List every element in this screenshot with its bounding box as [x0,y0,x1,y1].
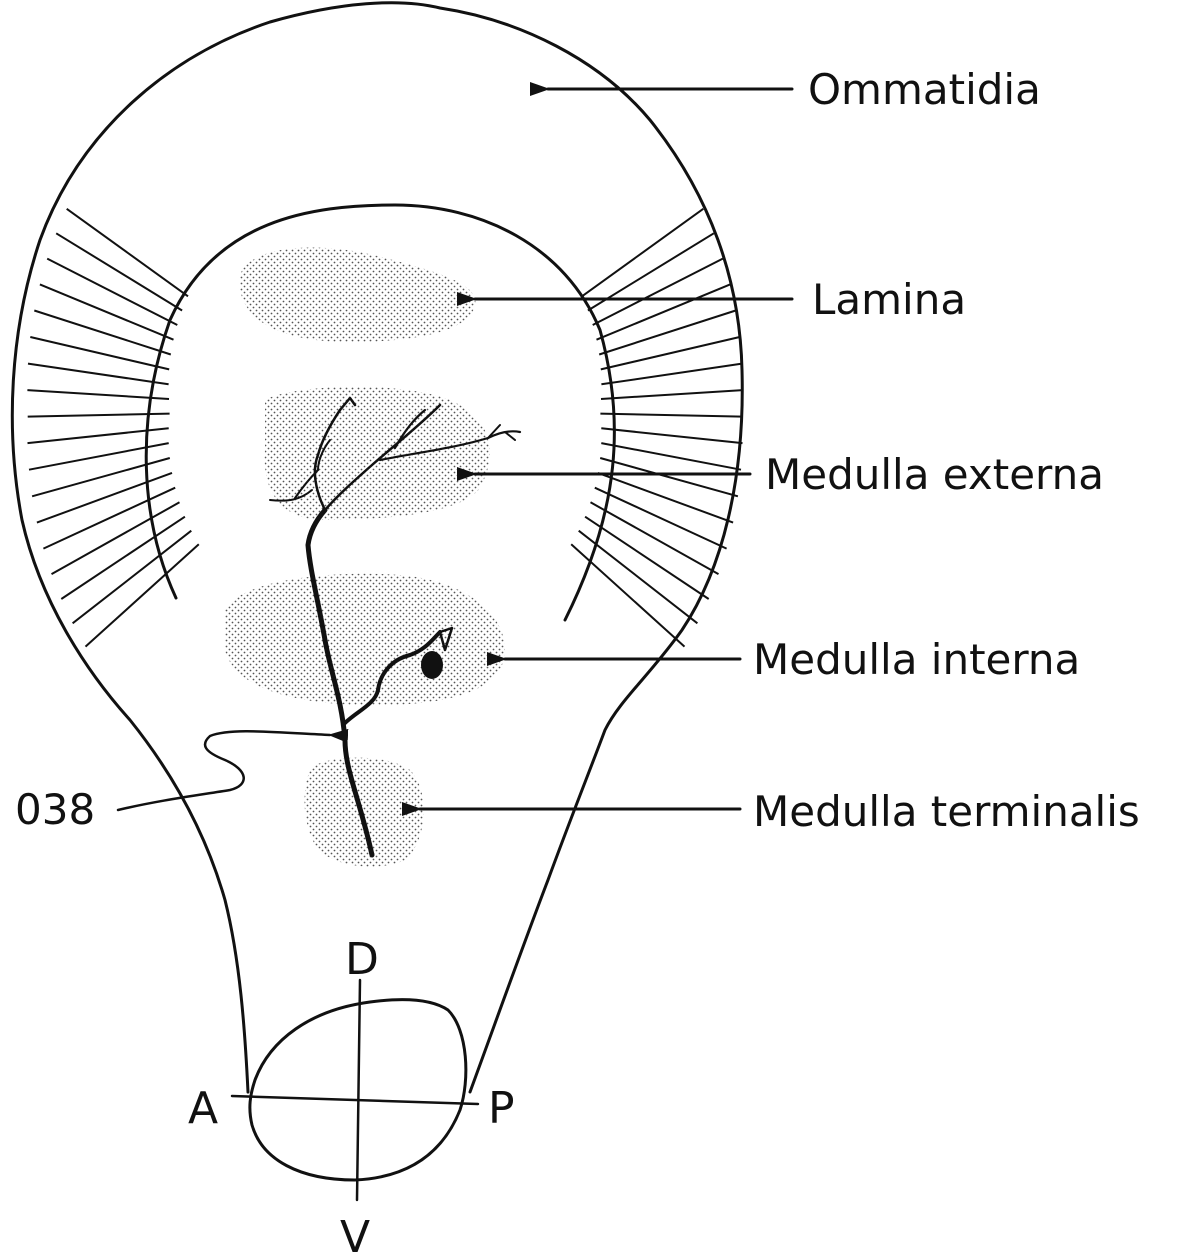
neuron-leader-line [118,731,330,810]
ommatidium-line [73,531,192,624]
medulla-terminalis-label: Medulla terminalis [753,787,1140,836]
ommatidium-line [67,209,188,296]
dorsoventral-axis [357,980,360,1200]
ommatidium-line [600,458,738,496]
ommatidium-line [34,311,171,355]
medulla-terminalis-region [305,758,424,867]
medulla-externa-label: Medulla externa [765,450,1104,499]
lamina-label: Lamina [812,275,966,324]
medulla-interna-label: Medulla interna [753,635,1080,684]
dorsal-label: D [345,934,379,985]
ommatidium-line [27,390,169,399]
medulla-interna-region [225,574,505,705]
ommatidium-line [601,390,743,399]
ommatidium-line [601,364,742,385]
ommatidium-line [30,337,169,369]
ommatidium-line [599,311,736,355]
medulla-externa-region [265,387,490,520]
neuron-id-label: 038 [15,785,95,834]
ommatidium-line [601,428,742,443]
ommatidium-line [601,443,741,470]
ommatidium-line [601,337,740,369]
anterior-label: A [188,1083,218,1134]
ommatidium-line [86,544,199,646]
ommatidium-line [582,209,703,296]
ommatidium-line [571,544,684,646]
ommatidium-line [600,414,742,417]
ommatidia-label: Ommatidia [808,65,1041,114]
anteroposterior-axis [232,1096,478,1104]
lamina-region [240,248,476,342]
posterior-label: P [488,1083,515,1134]
cell-body [421,651,443,679]
ventral-label: V [340,1212,370,1260]
ommatidium-line [28,364,169,385]
